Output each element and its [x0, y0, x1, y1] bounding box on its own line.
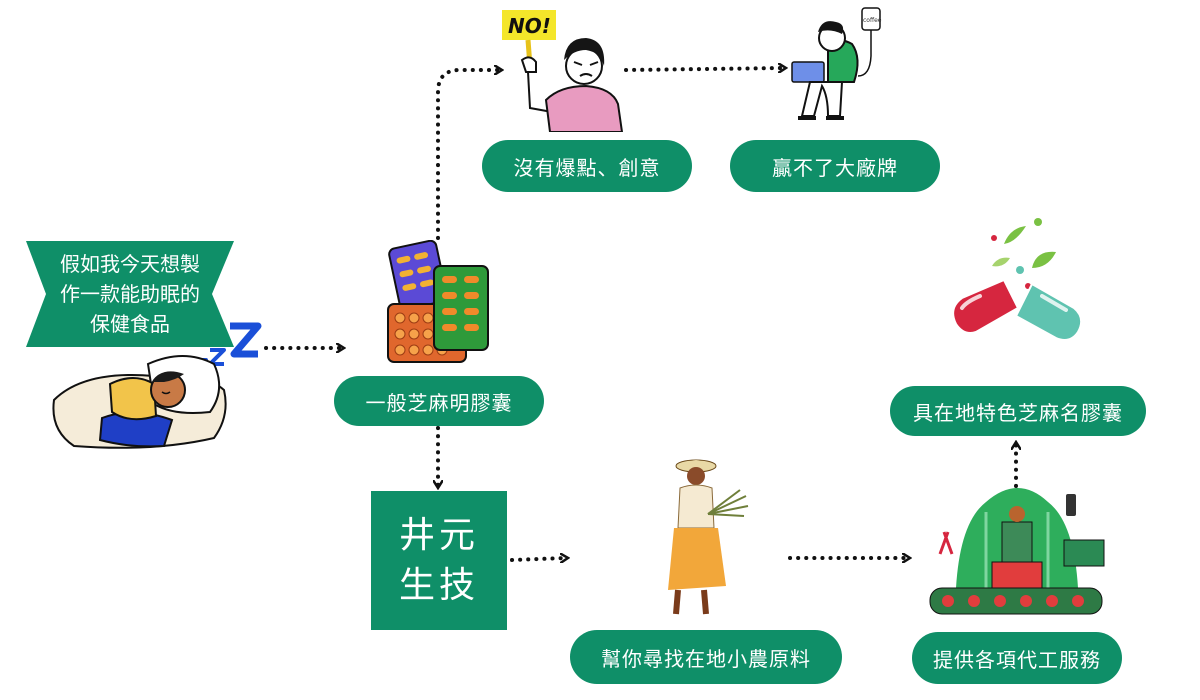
arrow-no-to-sick — [624, 68, 784, 70]
banner-line-3: 保健食品 — [90, 312, 170, 336]
ordinary-capsule-label: 一般芝麻明膠囊 — [334, 376, 544, 426]
factory-robot-icon — [929, 488, 1105, 615]
no-sign-text: NO! — [508, 14, 551, 38]
sleeping-person-icon — [52, 322, 262, 449]
pill-blister-icon — [387, 240, 489, 363]
arrow-pills-to-no — [436, 70, 500, 240]
cannot-win-label: 贏不了大廠牌 — [730, 140, 940, 192]
arrow-company-to-farmer — [510, 558, 566, 560]
intro-banner — [26, 241, 234, 347]
iv-bag-label: coffee — [863, 17, 882, 24]
intro-banner-text: 假如我今天想製 作一款能助眠的 保健食品 — [26, 241, 234, 347]
company-name-line-2: 生技 — [398, 564, 479, 606]
no-creativity-label: 沒有爆點、創意 — [482, 140, 692, 192]
protest-person-icon: NO! — [502, 10, 624, 132]
sick-person-iv-icon: coffee — [791, 7, 882, 120]
banner-line-1: 假如我今天想製 — [60, 252, 200, 276]
farmer-woman-icon — [668, 459, 749, 615]
company-name-line-1: 井元 — [398, 514, 479, 556]
company-box: 井元 生技 — [371, 491, 507, 630]
find-farmers-label: 幫你尋找在地小農原料 — [570, 630, 842, 684]
oem-service-label: 提供各項代工服務 — [912, 632, 1122, 684]
banner-line-2: 作一款能助眠的 — [60, 282, 200, 306]
local-capsule-label: 具在地特色芝麻名膠囊 — [890, 386, 1146, 436]
herbal-capsule-icon — [952, 218, 1083, 341]
